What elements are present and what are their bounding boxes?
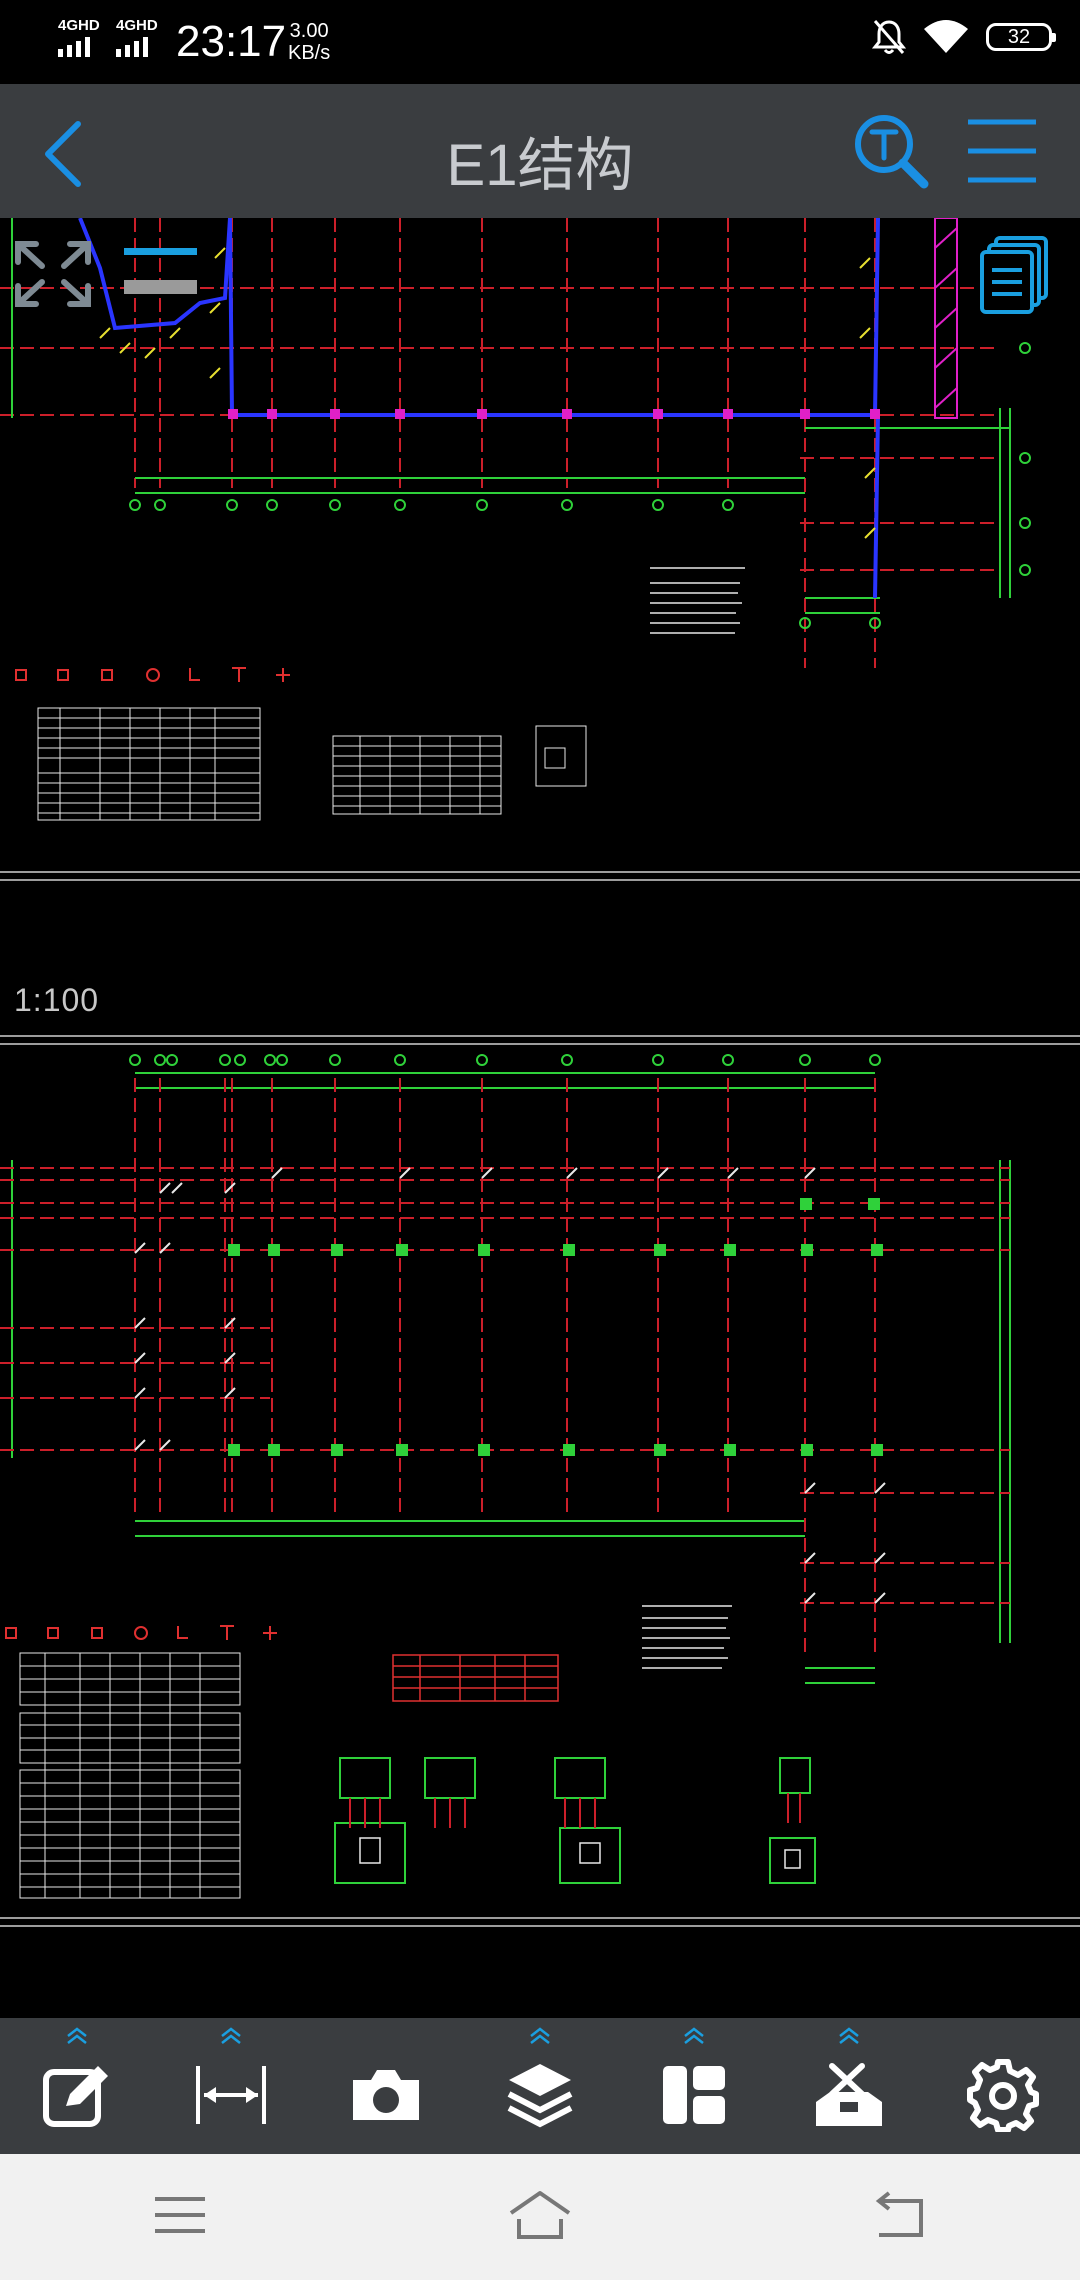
document-title: E1结构 [446,133,634,198]
fullscreen-icon [15,241,91,307]
annotate-button[interactable] [0,2018,154,2154]
speed-value: 3.00 [289,20,329,42]
camera-icon [352,2070,419,2120]
layout-pages-button[interactable] [980,236,1050,314]
battery-icon: 32 [986,23,1056,51]
layout-icon [663,2066,726,2124]
layers-icon [507,2064,573,2128]
status-bar: 4GHD 4GHD 23:17 3.00 KB/s 32 [0,0,1080,84]
measure-button[interactable] [154,2018,308,2154]
cad-drawing-canvas[interactable]: 1:100 [0,218,1080,2018]
chevron-up-icon [67,2027,87,2044]
home-icon [509,2190,571,2239]
scale-label: 1:100 [14,982,100,1018]
recent-apps-icon [155,2196,205,2233]
lower-plan [0,1035,1080,1927]
chevron-left-icon [45,121,81,187]
layers-button[interactable] [463,2018,617,2154]
chevron-up-icon [221,2027,242,2044]
back-icon [875,2190,923,2237]
menu-button[interactable] [962,114,1042,188]
gear-icon [966,2059,1039,2132]
sim1-label: 4GHD [58,17,100,34]
text-search-icon [855,115,929,189]
toolbox-icon [815,2063,882,2126]
sim2-label: 4GHD [116,17,158,34]
speed-unit: KB/s [288,42,331,64]
layout-pages-icon [980,236,1048,314]
signal-icon [116,37,148,57]
upper-plan [0,218,1080,881]
wifi-icon [924,20,968,53]
chevron-up-icon [684,2027,705,2044]
title-bar: E1结构 [0,84,1080,218]
bell-off-icon [872,20,906,54]
selection-indicator [124,244,199,294]
clock: 23:17 [176,17,287,66]
bottom-toolbar [0,2018,1080,2154]
back-nav-button[interactable] [865,2185,935,2250]
back-button[interactable] [36,114,106,194]
text-search-button[interactable] [852,112,932,192]
recent-apps-button[interactable] [145,2185,215,2250]
cad-drawing [0,218,1080,1927]
chevron-up-icon [530,2027,550,2044]
layout-button[interactable] [617,2018,771,2154]
signal-icon [58,37,90,57]
hamburger-menu-icon [968,119,1036,183]
sim2-signal: 4GHD [116,18,158,57]
settings-button[interactable] [926,2018,1080,2154]
screenshot-button[interactable] [309,2018,463,2154]
network-speed: 3.00 KB/s [288,20,330,64]
tools-button[interactable] [771,2018,925,2154]
system-nav-bar [0,2154,1080,2280]
pencil-edit-icon [43,2066,109,2127]
sim1-signal: 4GHD [58,18,100,57]
chevron-up-icon [838,2027,859,2044]
measure-icon [196,2066,267,2124]
fullscreen-button[interactable] [12,238,94,310]
home-button[interactable] [505,2185,575,2250]
